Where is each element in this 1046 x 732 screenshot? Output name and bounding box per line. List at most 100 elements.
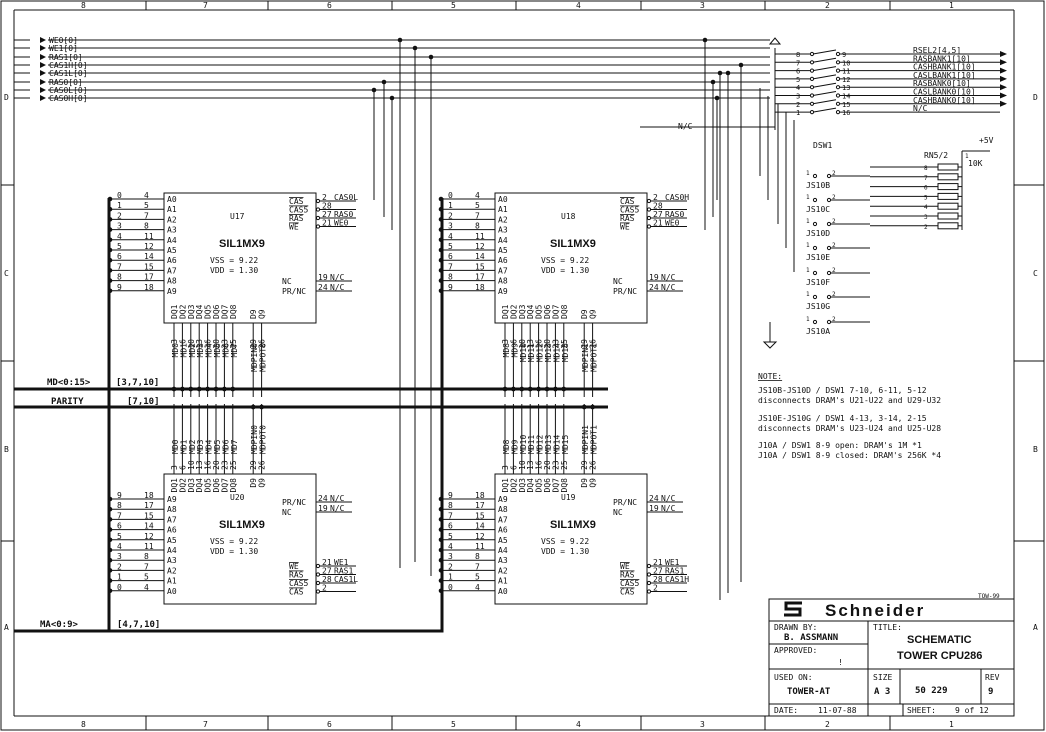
- addr-pin-name: A6: [498, 526, 508, 535]
- signal-tag-bg: [30, 69, 48, 77]
- addr-net: 2: [448, 562, 453, 571]
- nc-pin-net: N/C: [330, 283, 345, 292]
- zone-col-bottom: 6: [327, 720, 332, 729]
- dq-pin-num: 29: [580, 460, 589, 470]
- dq-net: MD11: [527, 343, 536, 362]
- addr-pin-name: A5: [498, 536, 508, 545]
- dq-pin-name: DQ2: [178, 478, 187, 493]
- ctl-pin-name: CAS5: [289, 206, 308, 215]
- addr-pin-name: A0: [498, 587, 508, 596]
- signal-tag-bg: [30, 36, 48, 44]
- junction-dot: [738, 62, 744, 68]
- dq-pin-num: 6: [178, 339, 187, 344]
- dq-net: MD2: [188, 439, 197, 454]
- addr-pin-name: A8: [167, 277, 177, 286]
- addr-pin-name: A2: [498, 566, 508, 575]
- addr-pin-name: A2: [167, 566, 177, 575]
- addr-net: 4: [117, 542, 122, 551]
- addr-net: 2: [117, 562, 122, 571]
- title-line1: SCHEMATIC: [907, 634, 972, 646]
- nc-pin-name: NC: [613, 277, 623, 286]
- junction-dot: [397, 37, 403, 43]
- dq-pin-name: DQ8: [560, 478, 569, 493]
- arrow-icon: [40, 37, 46, 43]
- dq-pin-num: 6: [509, 465, 518, 470]
- jumper-contact: [812, 319, 818, 325]
- jumper-contact: [812, 294, 818, 300]
- resistor: [937, 183, 959, 191]
- addr-pin-num: 4: [144, 191, 149, 200]
- inversion-bubble: [646, 215, 652, 221]
- ctl-pin-num: 21: [653, 219, 663, 228]
- zone-row-left: D: [4, 93, 9, 102]
- addr-pin-name: A2: [498, 215, 508, 224]
- dq-pin-num: 25: [560, 460, 569, 470]
- addr-net: 3: [117, 552, 122, 561]
- dq-net: MD2: [188, 343, 197, 358]
- ctl-pin-num: 28: [322, 202, 332, 211]
- dq-net: MD4: [205, 439, 214, 454]
- junction-dot: [714, 95, 720, 101]
- dsw-pin-right: 10: [842, 59, 850, 67]
- dq-pin-num: 3: [501, 465, 510, 470]
- dq-pin-num: 29: [249, 460, 258, 470]
- addr-pin-num: 7: [144, 211, 149, 220]
- dq-pin-num: 6: [178, 465, 187, 470]
- ctl-net: RAS1: [334, 567, 353, 576]
- zone-row-left: A: [4, 623, 9, 632]
- junction-dot: [412, 45, 418, 51]
- dq-net: MD0: [171, 439, 180, 454]
- dsw-output-net: RASBANK0[10]: [913, 79, 971, 88]
- addr-pin-num: 15: [475, 511, 485, 520]
- inversion-bubble: [315, 207, 321, 212]
- addr-net: 5: [448, 242, 453, 251]
- zone-col-bottom: 3: [700, 720, 705, 729]
- dsw-label: DSW1: [813, 141, 832, 150]
- dq-pin-num: 10: [518, 460, 527, 470]
- ctl-pin-name: WE: [289, 562, 299, 571]
- zone-row-right: C: [1033, 269, 1038, 278]
- ctl-pin-name: CAS: [620, 197, 635, 206]
- zone-col-top: 7: [203, 1, 208, 10]
- ctl-pin-num: 2: [653, 193, 658, 202]
- jumper-label: JS10B: [806, 181, 830, 190]
- junction-dot: [381, 79, 387, 85]
- dq-pin-name: DQ5: [535, 304, 544, 319]
- dq-pin-num: 13: [195, 339, 204, 349]
- dsw-output-net: RSEL2[4,5]: [913, 46, 961, 55]
- chip-ref: U19: [561, 493, 576, 502]
- dq-pin-name: DQ3: [187, 304, 196, 319]
- ctl-pin-name: WE: [620, 223, 630, 232]
- dq-net: MDPIN0: [250, 343, 259, 372]
- dq-pin-num: 10: [518, 339, 527, 349]
- switch-contact: [835, 68, 841, 73]
- dq-net: MDPOT0: [259, 425, 268, 454]
- jumper-contact: [826, 319, 832, 325]
- parity-bus-ref: [7,10]: [127, 397, 160, 407]
- resnet-pin1: 1: [965, 153, 969, 160]
- addr-net: 7: [448, 511, 453, 520]
- addr-pin-num: 7: [475, 211, 480, 220]
- dq-pin-num: 29: [580, 339, 589, 349]
- dq-net: MD7: [230, 343, 239, 358]
- dq-pin-num: 10: [187, 460, 196, 470]
- company-name: Schneider: [825, 601, 925, 620]
- dq-net: MDPOT1: [590, 425, 599, 454]
- dq-pin-name: DQ2: [509, 304, 518, 319]
- signal-tag-bg: [30, 61, 48, 69]
- resistor: [937, 222, 959, 230]
- ctl-net: CAS0H: [665, 193, 689, 202]
- parity-bus: PARITY [7,10]: [14, 397, 608, 409]
- addr-pin-num: 12: [144, 532, 154, 541]
- addr-net: 7: [448, 262, 453, 271]
- addr-net: 4: [448, 232, 453, 241]
- chip-ref: U17: [230, 212, 245, 221]
- note-line: J10A / DSW1 8-9 open: DRAM's 1M *1: [758, 441, 922, 450]
- dq-net: MD6: [221, 439, 230, 454]
- addr-pin-num: 18: [144, 491, 154, 500]
- inversion-bubble: [646, 198, 652, 204]
- dsw-pin-left: 3: [796, 93, 800, 101]
- nc-pin-name: PR/NC: [613, 287, 637, 296]
